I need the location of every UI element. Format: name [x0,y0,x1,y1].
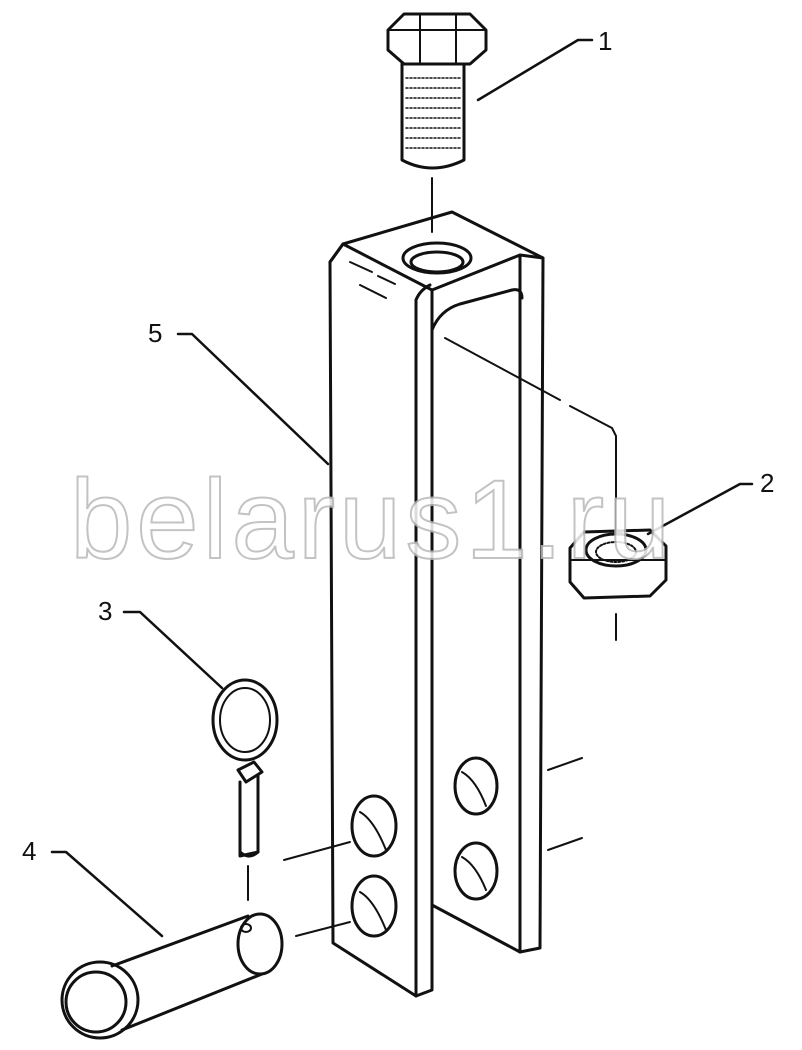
clevis-bracket [328,210,545,998]
callout-2: 2 [760,468,775,498]
ring-pin [211,678,279,858]
callout-3: 3 [98,596,113,626]
hex-bolt [386,12,488,170]
assembly-axis-lines [247,177,617,937]
hex-nut [568,528,668,600]
callout-5: 5 [148,318,163,348]
callout-4: 4 [22,836,37,866]
leader-lines [50,38,754,938]
clevis-pin [60,912,284,1040]
callout-1: 1 [598,26,613,56]
